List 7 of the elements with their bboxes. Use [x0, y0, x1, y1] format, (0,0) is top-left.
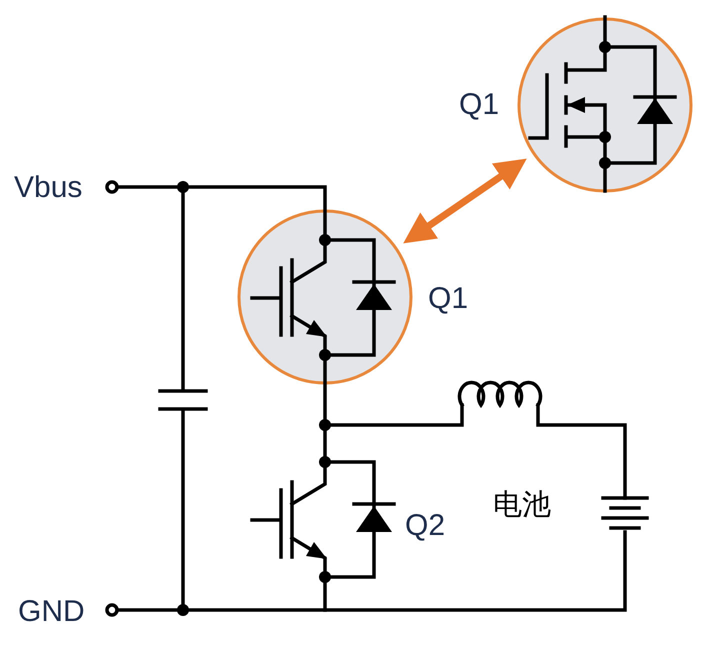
transistor-label: Q1: [459, 90, 500, 120]
double-arrow: [403, 158, 527, 244]
terminal-label: Vbus: [14, 173, 82, 203]
battery-label: 电池: [493, 490, 551, 519]
transistor-label: Q2: [405, 511, 446, 541]
terminal-label: GND: [18, 597, 85, 627]
transistor-label: Q1: [428, 284, 468, 314]
